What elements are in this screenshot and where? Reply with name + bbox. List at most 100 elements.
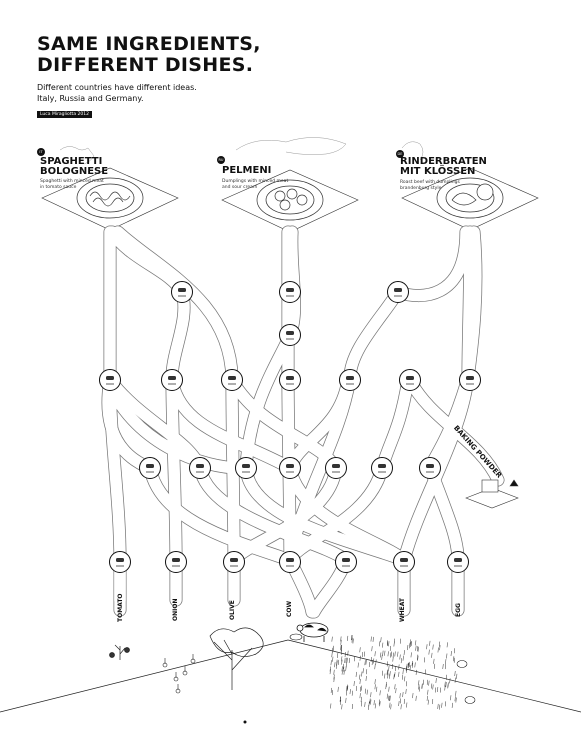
wheat-stalk xyxy=(351,635,353,641)
wheat-stalk xyxy=(382,650,384,656)
wheat-field-icon xyxy=(329,635,458,710)
ground-plane xyxy=(0,639,581,713)
node-glyph-icon xyxy=(406,376,414,380)
wheat-stalk xyxy=(340,645,342,651)
wheat-stalk xyxy=(398,671,400,677)
wheat-stalk xyxy=(399,638,401,644)
wheat-stalk xyxy=(456,673,458,679)
wheat-stalk xyxy=(336,659,338,665)
wheat-stalk xyxy=(353,656,355,662)
wheat-stalk xyxy=(373,658,375,664)
wheat-stalk xyxy=(346,690,348,696)
wheat-stalk xyxy=(368,662,370,668)
wheat-stalk xyxy=(364,660,366,666)
dish-desc-rinderbraten-line2: brandenburg style xyxy=(400,185,442,191)
wheat-stalk xyxy=(408,663,410,669)
node-glyph-icon xyxy=(172,558,180,562)
wheat-stalk xyxy=(370,692,372,698)
flag-italy-badge: IT xyxy=(37,148,45,156)
ingredient-roads xyxy=(101,225,505,619)
road-surface xyxy=(226,374,342,474)
wheat-stalk xyxy=(330,687,332,693)
wheat-stalk xyxy=(341,656,343,662)
road-surface xyxy=(144,462,296,566)
wheat-stalk xyxy=(454,696,456,702)
wheat-stalk xyxy=(406,667,408,673)
wheat-stalk xyxy=(374,703,376,709)
wheat-stalk xyxy=(364,701,366,707)
wheat-stalk xyxy=(382,670,384,676)
wheat-stalk xyxy=(432,644,434,650)
wheat-stalk xyxy=(418,680,420,686)
wheat-stalk xyxy=(410,652,412,658)
wheat-stalk xyxy=(381,654,383,660)
wheat-stalk xyxy=(370,636,372,642)
wheat-stalk xyxy=(415,669,417,675)
wheat-stalk xyxy=(345,657,347,663)
ingredient-label-cow: COW xyxy=(286,600,293,617)
wheat-stalk xyxy=(453,657,455,663)
subtitle-line-1: Different countries have different ideas… xyxy=(37,83,197,92)
wheat-stalk xyxy=(435,677,437,684)
wheat-stalk xyxy=(432,699,434,705)
dish-desc-rinderbraten: Roast beef with dumplings brandenburg st… xyxy=(400,180,460,191)
wheat-stalk xyxy=(442,663,444,670)
wheat-stalk xyxy=(388,686,390,692)
wheat-stalk xyxy=(364,688,366,694)
wheat-stalk xyxy=(340,699,342,705)
dish-name-spaghetti: SPAGHETTI BOLOGNESE xyxy=(40,157,108,177)
wheat-stalk xyxy=(439,645,441,651)
wheat-stalk xyxy=(345,697,347,703)
wheat-stalk xyxy=(417,646,419,652)
wheat-stalk xyxy=(433,658,435,664)
wheat-stalk xyxy=(385,684,387,690)
wheat-stalk xyxy=(412,662,414,668)
wheat-stalk xyxy=(331,652,333,658)
wheat-stalk xyxy=(400,658,402,664)
wheat-stalk xyxy=(421,683,423,689)
wheat-stalk xyxy=(348,658,350,664)
wheat-stalk xyxy=(451,702,453,708)
node-glyph-icon xyxy=(286,331,294,335)
wheat-stalk xyxy=(333,677,335,683)
country-map-outlines xyxy=(59,137,424,165)
wheat-stalk xyxy=(440,687,442,693)
wheat-stalk xyxy=(402,692,404,698)
wheat-stalk xyxy=(330,703,332,709)
wheat-stalk xyxy=(384,650,386,656)
wheat-stalk xyxy=(359,674,361,680)
wheat-stalk xyxy=(380,637,382,643)
wheat-stalk xyxy=(427,699,429,705)
wheat-stalk xyxy=(441,702,443,708)
road-surface xyxy=(194,462,352,566)
wheat-stalk xyxy=(445,659,447,665)
wheat-stalk xyxy=(389,702,391,708)
wheat-stalk xyxy=(331,636,333,642)
node-glyph-icon xyxy=(228,376,236,380)
wheat-stalk xyxy=(362,668,364,674)
wheat-stalk xyxy=(394,672,396,678)
wheat-stalk xyxy=(426,695,428,701)
wheat-stalk xyxy=(332,645,334,651)
node-glyph-icon xyxy=(168,376,176,380)
wheat-stalk xyxy=(398,700,400,707)
subtitle: Different countries have different ideas… xyxy=(37,82,257,104)
wheat-stalk xyxy=(429,640,431,646)
wheat-stalk xyxy=(359,655,361,661)
wheat-stalk xyxy=(392,656,394,662)
bucket-icon xyxy=(289,633,303,641)
wheat-stalk xyxy=(351,703,353,710)
wheat-stalk xyxy=(370,699,372,705)
wheat-stalk xyxy=(346,684,348,690)
dish-name-pelmeni: PELMENI xyxy=(222,166,271,176)
node-glyph-icon xyxy=(286,376,294,380)
wheat-stalk xyxy=(394,651,396,657)
wheat-stalk xyxy=(329,666,331,672)
dish-desc-spaghetti: Spaghetti with minced meat in tomato sau… xyxy=(40,179,104,190)
wheat-stalk xyxy=(364,651,366,657)
wheat-stalk xyxy=(424,669,426,675)
wheat-stalk xyxy=(332,647,334,653)
wheat-stalk xyxy=(417,646,419,652)
wheat-stalk xyxy=(402,669,404,675)
dish-name-rinderbraten: RINDERBRATEN MIT KLÖSSEN xyxy=(400,157,487,177)
